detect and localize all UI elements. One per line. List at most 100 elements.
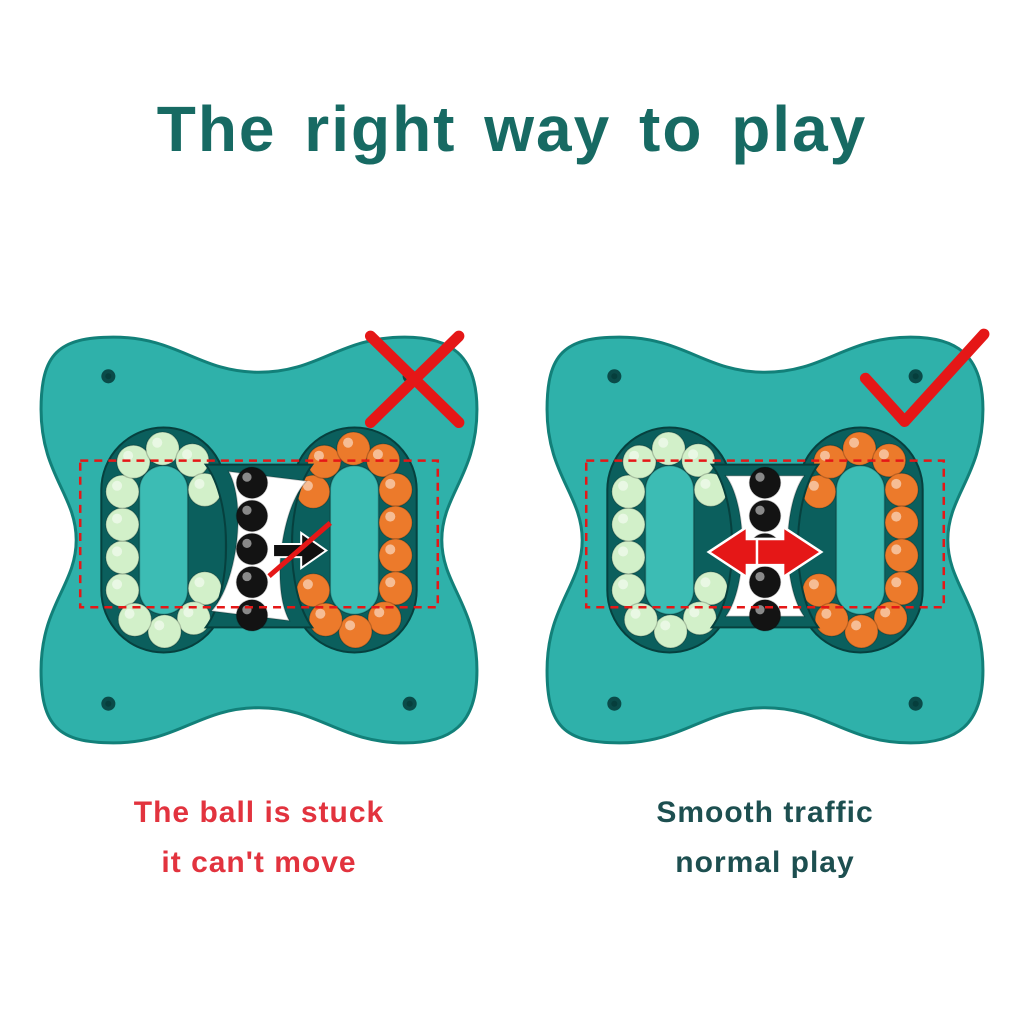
- bead-highlight: [808, 579, 819, 590]
- bead-highlight: [700, 478, 711, 489]
- bead-highlight: [152, 437, 163, 448]
- bead-highlight: [374, 607, 385, 618]
- bead: [611, 507, 646, 542]
- page-title: The right way to play: [156, 93, 868, 165]
- bead-highlight: [755, 571, 765, 582]
- bead-highlight: [385, 478, 396, 489]
- bead: [105, 474, 140, 509]
- left-caption: The ball is stuck it can't move: [28, 796, 490, 880]
- right-bead-track: [797, 426, 924, 654]
- bead: [844, 614, 879, 649]
- bead-highlight: [242, 571, 252, 582]
- bead-highlight: [688, 449, 699, 460]
- blocked-arrow-icon: [267, 521, 332, 579]
- bead: [748, 599, 782, 632]
- bead: [235, 499, 269, 533]
- toy-smooth-illustration: [545, 328, 990, 745]
- caption-line-1: Smooth traffic: [656, 796, 874, 829]
- bead: [105, 540, 140, 575]
- bead: [802, 572, 837, 608]
- bead-highlight: [618, 546, 629, 557]
- screw: [101, 696, 116, 711]
- bead-highlight: [385, 577, 396, 588]
- bead: [693, 571, 728, 606]
- bead-highlight: [660, 620, 671, 631]
- bead: [147, 614, 182, 649]
- bead: [378, 472, 413, 508]
- screw: [607, 369, 622, 384]
- left-bead-track: [100, 426, 227, 654]
- bead-highlight: [372, 449, 383, 460]
- screw: [908, 369, 923, 384]
- bead-highlight: [618, 513, 629, 524]
- right-arrow: [755, 524, 824, 580]
- figures-row: The ball is stuck it can't move Smooth t…: [0, 324, 1024, 896]
- check-mark-icon: [859, 328, 990, 428]
- bead: [611, 572, 646, 608]
- bead-highlight: [182, 449, 193, 460]
- bead: [378, 538, 413, 573]
- bead-highlight: [112, 579, 123, 590]
- bead: [116, 444, 151, 479]
- bead-highlight: [242, 538, 252, 549]
- highlight-region: [78, 459, 440, 609]
- bead-highlight: [112, 513, 123, 524]
- bead-highlight: [194, 478, 205, 489]
- bead-highlight: [385, 511, 396, 522]
- screw: [607, 696, 622, 711]
- bead-highlight: [194, 577, 205, 588]
- bead: [748, 565, 782, 599]
- bead-highlight: [849, 437, 860, 448]
- center-beads: [235, 466, 269, 632]
- caption-line-2: normal play: [675, 846, 855, 879]
- bead-highlight: [112, 546, 123, 557]
- bead-highlight: [302, 480, 313, 491]
- bead: [235, 565, 269, 599]
- bead-highlight: [242, 472, 252, 482]
- bead: [748, 499, 782, 533]
- screw: [402, 696, 417, 711]
- left-toy: [28, 324, 490, 756]
- screw: [101, 369, 116, 384]
- figure-smooth: Smooth traffic normal play: [534, 324, 996, 896]
- double-arrow-icon: [706, 524, 824, 580]
- bead-highlight: [700, 577, 711, 588]
- bead-highlight: [124, 608, 135, 619]
- track-island: [138, 464, 189, 616]
- bead: [187, 571, 222, 606]
- bead: [653, 614, 688, 649]
- bead-highlight: [154, 620, 165, 631]
- bead-highlight: [183, 607, 194, 618]
- bead: [235, 599, 269, 632]
- track-island: [644, 464, 695, 616]
- track-island: [835, 464, 886, 616]
- highlight-region: [584, 459, 946, 609]
- bead: [235, 532, 269, 566]
- bead-highlight: [880, 607, 891, 618]
- bead-highlight: [630, 608, 641, 619]
- bead-highlight: [689, 607, 700, 618]
- caption-line-2: it can't move: [161, 846, 357, 879]
- bead: [611, 540, 646, 575]
- bead-highlight: [345, 620, 356, 631]
- bead: [622, 444, 657, 479]
- bead-highlight: [629, 450, 640, 461]
- right-bead-track: [291, 426, 418, 654]
- bead-highlight: [658, 437, 669, 448]
- bead-highlight: [123, 450, 134, 461]
- bead: [378, 571, 413, 606]
- screw: [908, 696, 923, 711]
- bead-highlight: [821, 608, 832, 619]
- figure-stuck: The ball is stuck it can't move: [28, 324, 490, 896]
- bead: [748, 466, 782, 499]
- bead-highlight: [891, 511, 902, 522]
- bead-highlight: [878, 449, 889, 460]
- bead-highlight: [313, 450, 324, 461]
- left-bead-track: [606, 426, 733, 654]
- bead: [235, 466, 269, 499]
- bead-highlight: [808, 480, 819, 491]
- bead: [105, 507, 140, 542]
- bead: [338, 614, 373, 649]
- bead-highlight: [618, 579, 629, 590]
